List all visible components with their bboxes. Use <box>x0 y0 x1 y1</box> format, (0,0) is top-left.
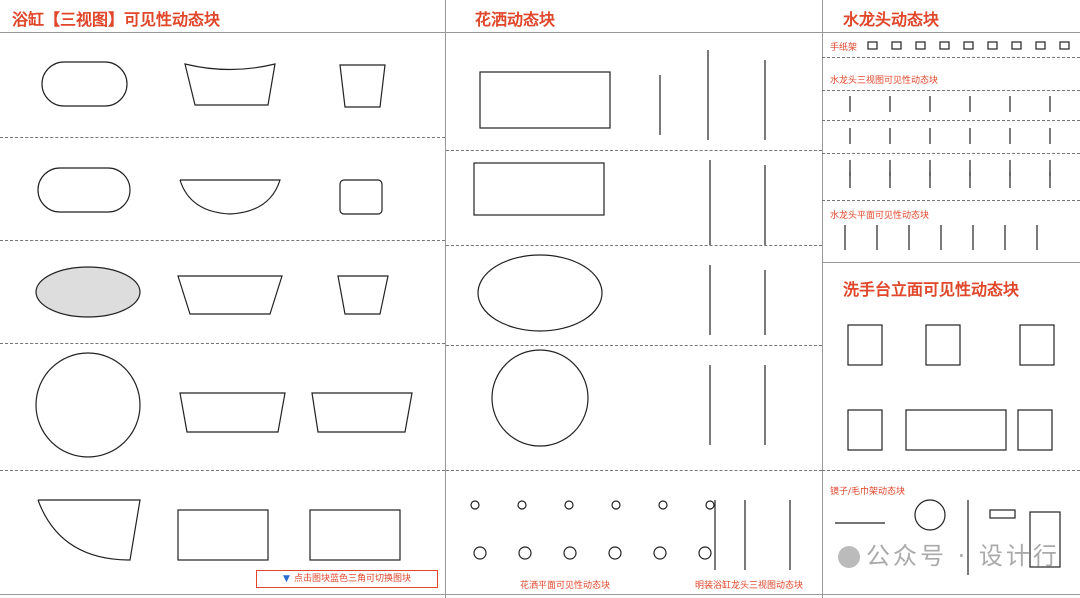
corner-bathtub-plan <box>37 499 141 561</box>
towel-rack-icon <box>1029 511 1061 568</box>
shower-plan-icon <box>705 500 715 510</box>
basin-vanity <box>1019 324 1055 366</box>
bottom-border <box>0 594 1080 595</box>
shower-plan-icon <box>608 546 622 560</box>
watermark: 公众号 · 设计行 <box>838 536 1060 571</box>
dashed-divider <box>0 137 445 138</box>
dashed-divider <box>822 153 1080 154</box>
bathtub-front <box>177 275 283 315</box>
bathtub-front <box>179 392 286 433</box>
shower-tub-plan <box>477 254 603 332</box>
bathtub-side <box>339 64 386 108</box>
towel-rack-icon <box>989 509 1016 519</box>
shower-round-tub-plan <box>491 349 589 447</box>
bathtub-side <box>339 179 383 215</box>
wechat-icon <box>838 546 860 568</box>
paper-holder-icon <box>987 41 998 50</box>
dashed-divider <box>446 245 822 246</box>
basin-vanity <box>905 409 1007 451</box>
bathtub-plan <box>37 167 131 213</box>
shower-plan-icon <box>698 546 712 560</box>
faucet-plan-label: 水龙头平面可见性动态块 <box>830 211 930 221</box>
dashed-divider <box>0 240 445 241</box>
shower-plan-icon <box>518 546 532 560</box>
section-divider <box>822 262 1080 263</box>
exposed-tub-faucet-label: 明装浴缸龙头三视图动态块 <box>695 581 804 591</box>
dashed-divider <box>0 470 445 471</box>
basin-vanity <box>847 409 883 451</box>
dashed-divider <box>822 57 1080 58</box>
bathtub-plan <box>41 61 128 107</box>
dashed-divider <box>822 470 1080 471</box>
shower-tub-plan <box>479 71 611 129</box>
header-divider <box>0 32 1080 33</box>
shower-plan-label: 花洒平面可见性动态块 <box>520 581 611 591</box>
corner-bathtub-side <box>309 509 401 561</box>
bathtub-front <box>184 63 276 106</box>
corner-bathtub-front <box>177 509 269 561</box>
shower-header: 花洒动态块 <box>475 10 556 29</box>
column-divider <box>445 0 446 598</box>
shower-plan-icon <box>658 500 668 510</box>
shower-plan-icon <box>470 500 480 510</box>
shower-plan-icon <box>473 546 487 560</box>
dashed-divider <box>446 470 822 471</box>
shower-tub-plan <box>473 162 605 216</box>
dashed-divider <box>822 120 1080 121</box>
basin-vanity <box>847 324 883 366</box>
switch-block-note: ▼点击图块蓝色三角可切换图块 <box>256 570 438 588</box>
faucet-three-view-label: 水龙头三视图可见性动态块 <box>830 76 939 86</box>
basin-vanity <box>1017 409 1053 451</box>
shower-plan-icon <box>653 546 667 560</box>
paper-holder-icon <box>867 41 878 50</box>
shower-plan-icon <box>563 546 577 560</box>
mirror-towel-label: 镜子/毛巾架动态块 <box>830 487 906 497</box>
paper-holder-icon <box>1011 41 1022 50</box>
round-mirror-icon <box>914 499 946 531</box>
basin-header: 洗手台立面可见性动态块 <box>843 280 1020 299</box>
bathtub-front <box>311 392 413 433</box>
paper-holder-icon <box>963 41 974 50</box>
triangle-down-icon: ▼ <box>283 574 290 584</box>
dashed-divider <box>822 200 1080 201</box>
dashed-divider <box>0 343 445 344</box>
dashed-divider <box>822 90 1080 91</box>
dashed-divider <box>446 345 822 346</box>
bathtub-side <box>337 275 389 315</box>
paper-holder-icon <box>915 41 926 50</box>
paper-holder-icon <box>1035 41 1046 50</box>
note-text: 点击图块蓝色三角可切换图块 <box>293 574 411 584</box>
paper-holder-label: 手纸架 <box>830 43 858 53</box>
paper-holder-icon <box>891 41 902 50</box>
dashed-divider <box>446 150 822 151</box>
shower-plan-icon <box>564 500 574 510</box>
paper-holder-icon <box>939 41 950 50</box>
bathtub-round-plan <box>35 352 141 458</box>
shower-plan-icon <box>517 500 527 510</box>
bathtub-plan <box>35 266 141 318</box>
basin-vanity <box>925 324 961 366</box>
paper-holder-icon <box>1059 41 1070 50</box>
shower-plan-icon <box>611 500 621 510</box>
bathtub-header: 浴缸【三视图】可见性动态块 <box>12 10 221 29</box>
column-divider <box>822 0 823 598</box>
bathtub-front <box>179 179 281 215</box>
faucet-header: 水龙头动态块 <box>843 10 940 29</box>
